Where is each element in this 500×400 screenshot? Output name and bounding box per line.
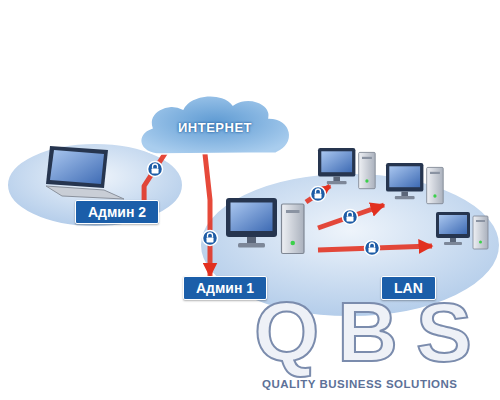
internet-cloud: ИНТЕРНЕТ	[130, 90, 300, 160]
admin-computer	[226, 198, 304, 254]
laptop-icon	[46, 146, 124, 199]
left-platform	[7, 143, 183, 227]
admin-label-box: Админ 2	[75, 200, 159, 224]
vpn-tunnel-arrow	[144, 152, 166, 200]
lan-arrow	[318, 205, 384, 228]
lan-computer	[386, 163, 443, 204]
lock-icon	[203, 231, 218, 246]
lan-arrow	[306, 186, 330, 202]
node-text: ИНТЕРНЕТ	[178, 120, 252, 135]
lan-computer	[436, 212, 488, 249]
lock-icon	[148, 162, 163, 177]
node-text: Админ 1	[196, 280, 254, 296]
node-text: Админ 2	[88, 204, 146, 220]
lock-icon	[311, 187, 326, 202]
logo-tagline: QUALITY BUSINESS SOLUTIONS	[262, 378, 458, 390]
lock-icon	[343, 210, 358, 225]
logo-letters: QBS	[254, 290, 490, 374]
vpn-tunnel-arrow	[205, 154, 210, 276]
lock-icon	[365, 241, 380, 256]
lan-computer	[318, 148, 375, 189]
